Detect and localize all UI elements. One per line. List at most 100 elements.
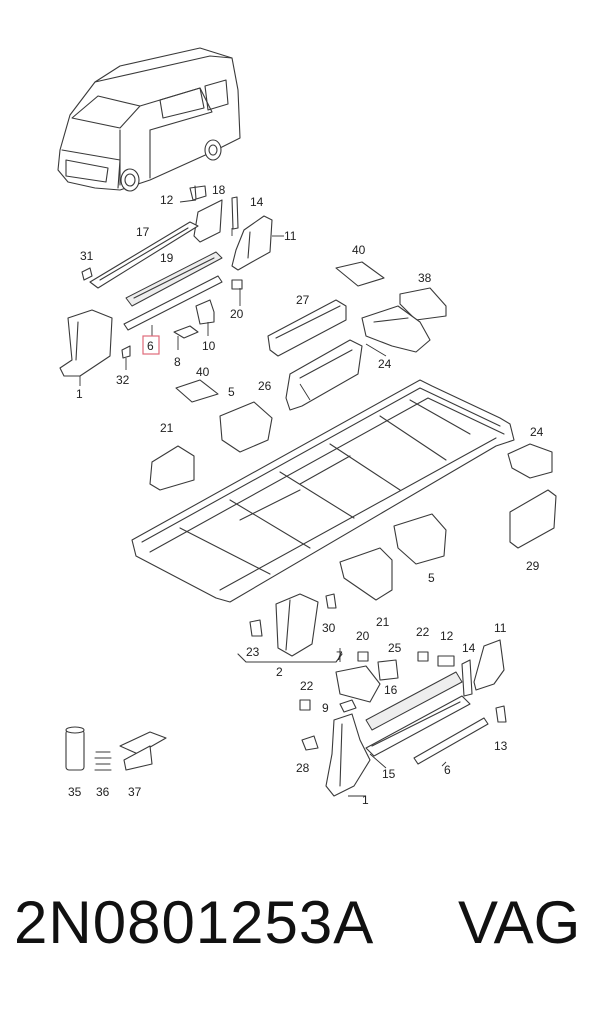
- callout: 21: [160, 421, 174, 435]
- part-24-mount-top: [361, 305, 431, 353]
- callout: 11: [494, 621, 507, 635]
- part-26-member: [285, 339, 363, 411]
- callout: 40: [352, 243, 366, 257]
- callout: 14: [250, 195, 264, 209]
- part-2-b-pillar-assembly: [275, 593, 319, 657]
- part-24-mount-right: [507, 443, 553, 479]
- part-10-bracket: [195, 299, 215, 325]
- callout: 35: [68, 785, 82, 799]
- callout: 16: [384, 683, 398, 697]
- part-17-sill: [89, 221, 199, 289]
- part-number: 2N0801253A: [14, 889, 375, 956]
- callout: 24: [378, 357, 392, 371]
- callout-highlighted: 6: [147, 339, 154, 353]
- callout: 37: [128, 785, 142, 799]
- callout: 15: [382, 767, 396, 781]
- part-38-bracket: [399, 287, 447, 321]
- callout: 31: [80, 249, 94, 263]
- callout: 2: [276, 665, 283, 679]
- part-21-mount-left: [149, 445, 195, 491]
- callout: 11: [284, 229, 297, 243]
- part-28-clip: [301, 735, 319, 751]
- part-35-buffer: [65, 726, 85, 771]
- part-15-sill-outer: [365, 695, 471, 757]
- part-21-mount-right: [339, 547, 393, 601]
- callout: 29: [526, 559, 540, 573]
- callout: 38: [418, 271, 432, 285]
- part-9-clip: [339, 699, 357, 713]
- highlight-box-part-6: [142, 335, 160, 355]
- callout-labels: 12 18 14 17 11 31 19 40 38 27 20 6 8 10 …: [68, 183, 544, 807]
- part-11-pillar-lower: [473, 639, 505, 691]
- part-40-bracket-top: [335, 261, 385, 287]
- leader-lines: [79, 199, 447, 797]
- callout: 32: [116, 373, 130, 387]
- callout: 20: [356, 629, 370, 643]
- part-18-panel: [193, 199, 223, 243]
- part-30-clip: [325, 593, 337, 609]
- part-2-bracket: [237, 653, 343, 663]
- callout: 27: [296, 293, 310, 307]
- part-5-mount-right: [393, 513, 447, 565]
- callout: 5: [428, 571, 435, 585]
- callout: 25: [388, 641, 402, 655]
- callout: 1: [76, 387, 83, 401]
- part-20-clip: [231, 279, 243, 290]
- part-40-bracket-mid: [175, 379, 219, 403]
- callout: 40: [196, 365, 210, 379]
- part-19-sill-inner: [125, 251, 223, 307]
- van-illustration: [57, 47, 241, 192]
- callout: 10: [202, 339, 216, 353]
- part-14-strip-lower: [461, 659, 473, 697]
- callout: 28: [296, 761, 310, 775]
- callout: 21: [376, 615, 390, 629]
- callout: 22: [416, 625, 430, 639]
- callout: 12: [160, 193, 174, 207]
- callout: 7: [336, 649, 343, 663]
- callout: 13: [494, 739, 508, 753]
- callout: 30: [322, 621, 336, 635]
- brand-label: VAG: [458, 889, 581, 956]
- part-14-strip: [231, 196, 239, 230]
- callout: 17: [136, 225, 150, 239]
- callout: 19: [160, 251, 174, 265]
- part-1-b-pillar-right: [325, 713, 371, 797]
- callout: 5: [228, 385, 235, 399]
- chassis-frame: [131, 379, 515, 603]
- part-16-sill-lower: [365, 671, 463, 731]
- part-25-plate: [377, 659, 399, 681]
- part-5-mount-left: [219, 401, 273, 453]
- callout: 1: [362, 793, 369, 807]
- part-8-bracket: [173, 325, 199, 339]
- part-36-spring: [94, 751, 112, 771]
- callout: 20: [230, 307, 244, 321]
- part-1-b-pillar-left: [59, 309, 113, 377]
- callout: 14: [462, 641, 476, 655]
- callout: 8: [174, 355, 181, 369]
- part-6-reinforcement: [123, 275, 223, 331]
- part-7-bracket: [335, 665, 381, 703]
- part-32-clip: [121, 345, 131, 359]
- callout: 24: [530, 425, 544, 439]
- part-6-reinforcement-lower: [413, 717, 489, 765]
- part-12-bracket: [189, 185, 207, 201]
- callout: 36: [96, 785, 110, 799]
- part-12-bracket-lower: [437, 655, 455, 667]
- part-31-clip: [81, 267, 93, 281]
- part-23-clip: [249, 619, 263, 637]
- callout: 6: [444, 763, 451, 777]
- exploded-parts-diagram: 12 18 14 17 11 31 19 40 38 27 20 6 8 10 …: [57, 47, 557, 807]
- part-22-clip: [417, 651, 429, 662]
- part-27-crossmember: [267, 299, 347, 357]
- callout: 18: [212, 183, 226, 197]
- part-13-clip: [495, 705, 507, 723]
- callout: 9: [322, 701, 329, 715]
- part-29-member: [509, 489, 557, 549]
- part-11-pillar: [231, 215, 273, 271]
- callout: 12: [440, 629, 454, 643]
- callout: 23: [246, 645, 260, 659]
- callout: 22: [300, 679, 314, 693]
- callout: 26: [258, 379, 272, 393]
- part-22-clip-lower: [299, 699, 311, 711]
- part-20-clip-lower: [357, 651, 369, 662]
